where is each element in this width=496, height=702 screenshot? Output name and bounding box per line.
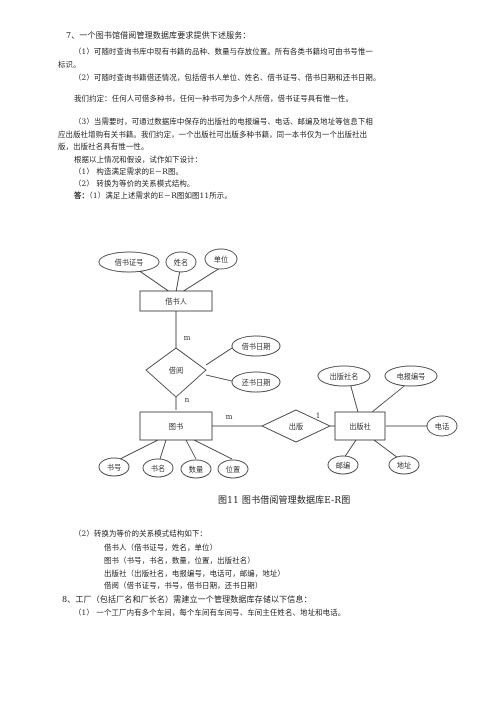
attr-pub-name <box>317 365 371 387</box>
attr-telegram-no-label: 电报编号 <box>397 372 426 381</box>
entity-publisher-label: 出版社 <box>349 422 371 431</box>
attr-book-name-label: 书名 <box>151 464 165 473</box>
attr-address <box>388 455 420 475</box>
attr-return-date-label: 还书日期 <box>242 378 271 387</box>
attr-postcode <box>327 455 359 475</box>
attr-telegram-no <box>384 365 438 387</box>
attr-book-no <box>98 457 130 477</box>
entity-publisher <box>334 411 386 441</box>
attr-quantity <box>180 459 212 479</box>
q8-item1: （1） 一个工厂内有多个车间，每个车间有车间号、车间主任姓名、地址和电话。 <box>74 608 346 617</box>
attr-borrow-date-label: 借书日期 <box>242 342 271 351</box>
attr-phone <box>426 415 458 437</box>
attr-book-name <box>142 458 174 478</box>
relational-row: 借阅（借书证号，书号，借书日期，还书日期） <box>104 581 263 590</box>
entity-borrower <box>139 290 213 312</box>
entity-book <box>139 411 213 441</box>
q7-task2: （2） 转换为等价的关系模式结构。 <box>74 179 195 188</box>
figure-caption: 图11 图书借阅管理数据库E-R图 <box>218 496 351 506</box>
answer-text: （1）满足上述需求的E－R图如图11所示。 <box>89 191 232 200</box>
cardinality-book-publish: m <box>226 412 233 421</box>
q7-item1-line1: （1）可随时查询书库中现有书籍的品种、数量与存放位置。所有各类书籍均可由书号惟一 <box>74 47 373 56</box>
attr-phone-label: 电话 <box>435 422 449 431</box>
q7-item2: （2）可随时查询书籍借还情况，包括借书人单位、姓名、借书证号、借书日期和还书日期… <box>74 73 381 82</box>
q7-item3-line3: 版，出版社名具有惟一性。 <box>58 142 149 151</box>
attr-address-label: 地址 <box>397 461 411 470</box>
relational-row: 借书人（借书证号，姓名，单位） <box>104 543 218 552</box>
attr-location <box>217 459 249 479</box>
answer-label: 答： <box>74 191 90 200</box>
attr-name-label: 姓名 <box>174 258 188 267</box>
attr-book-no-label: 书号 <box>107 463 121 472</box>
relationship-publish <box>261 409 331 443</box>
cardinality-publisher: 1 <box>316 411 321 420</box>
attr-unit <box>204 248 238 270</box>
attr-location-label: 位置 <box>226 465 240 474</box>
attr-unit-label: 单位 <box>214 255 228 264</box>
relationship-borrow <box>145 347 207 398</box>
entity-borrower-label: 借书人 <box>165 297 187 306</box>
q7-item3-line2: 应出版社增购有关书籍。我们约定，一个出版社可出版多种书籍，同一本书仅为一个出版社… <box>58 130 368 139</box>
relationship-publish-label: 出版 <box>289 422 303 431</box>
cardinality-borrower: m <box>184 333 191 342</box>
entity-book-label: 图书 <box>169 422 183 431</box>
cardinality-book-borrow: n <box>185 395 190 404</box>
attr-name <box>165 251 197 273</box>
relationship-borrow-label: 借阅 <box>169 366 183 375</box>
attr-return-date <box>231 371 281 393</box>
q7-design-intro: 根据以上情况和假设，试作如下设计： <box>74 155 203 164</box>
attr-postcode-label: 邮编 <box>336 461 350 470</box>
q7-item3-line1: （3）当需要时，可通过数据库中保存的出版社的电报编号、电话、邮编及地址等信息下相 <box>74 117 373 126</box>
relational-row: 出版社（出版社名，电报编号，电话可，邮编，地址） <box>104 569 285 578</box>
relational-intro: （2）转换为等价的关系模式结构如下： <box>74 529 208 538</box>
q7-answer: 答：（1）满足上述需求的E－R图如图11所示。 <box>74 191 232 201</box>
q7-agreement: 我们约定：任何人可借多种书，任何一种书可为多个人所借，借书证号具有惟一性。 <box>74 94 354 103</box>
q8-heading: 8、工厂（包括厂名和厂长名）需建立一个管理数据库存储以下信息： <box>62 595 312 604</box>
q7-heading: 7、一个图书馆借阅管理数据库要求提供下述服务： <box>66 31 251 40</box>
q7-task1: （1） 构造满足需求的E－R图。 <box>74 167 184 176</box>
attr-pub-name-label: 出版社名 <box>330 372 359 381</box>
attr-quantity-label: 数量 <box>189 465 203 474</box>
attr-card-no-label: 借书证号 <box>115 258 144 267</box>
attr-card-no <box>98 251 160 273</box>
attr-borrow-date <box>231 335 281 357</box>
q7-item1-line2: 标识。 <box>58 60 81 69</box>
relational-row: 图书（书号，书名，数量，位置，出版社名） <box>104 556 255 565</box>
